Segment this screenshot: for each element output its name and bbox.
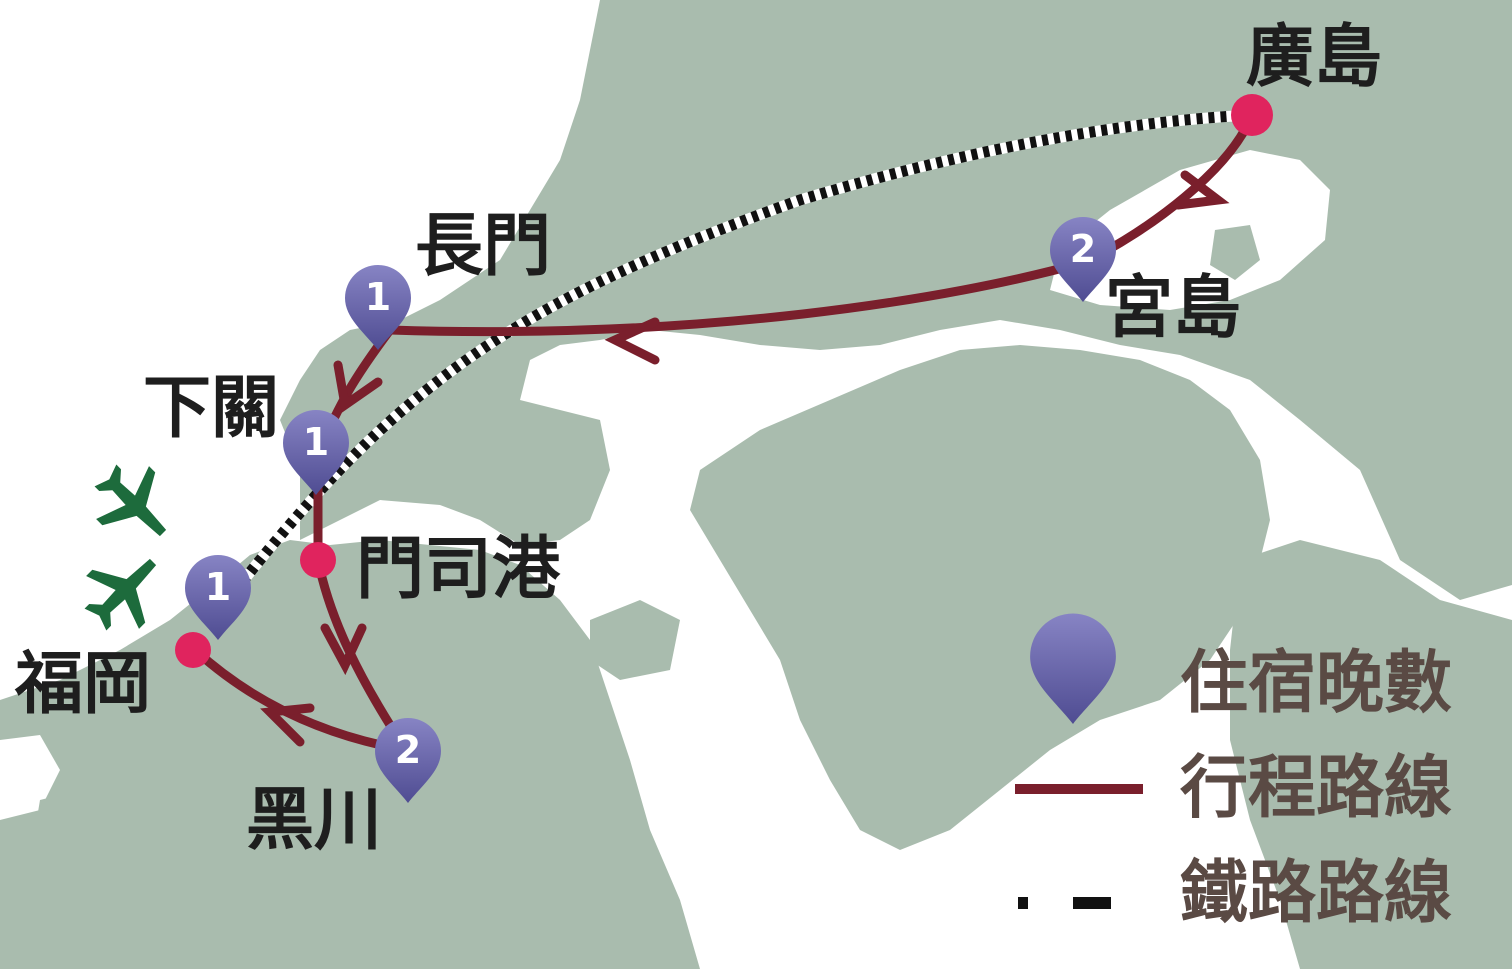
pin-fukuoka-nights: 1	[205, 565, 231, 609]
label-shimonoseki: 下關	[143, 369, 280, 448]
pin-nagato-nights: 1	[365, 275, 391, 319]
label-nagato: 長門	[415, 207, 552, 286]
station-dot-hiroshima	[1231, 94, 1273, 136]
pin-shimonoseki-nights: 1	[303, 420, 329, 464]
land-hiroshima-bay	[1050, 150, 1330, 310]
legend-railway-dash	[1073, 897, 1111, 909]
legend-railway-dot	[1018, 897, 1028, 909]
label-fukuoka: 福岡	[15, 645, 152, 724]
legend-label-route: 行程路線	[1180, 749, 1453, 828]
land-islands	[590, 540, 1512, 969]
land-kyushu	[0, 540, 700, 969]
pin-fukuoka: 1	[185, 555, 251, 640]
pin-miyajima-nights: 2	[1070, 227, 1096, 271]
label-mojiko: 門司港	[356, 530, 561, 609]
label-hiroshima: 廣島	[1246, 18, 1383, 97]
railway-line	[223, 109, 1253, 604]
station-dot-mojiko	[300, 542, 336, 578]
pin-miyajima: 2	[1050, 217, 1116, 302]
label-kurokawa: 黑川	[246, 781, 383, 860]
pin-kurokawa-nights: 2	[395, 728, 421, 772]
land-shikoku	[690, 345, 1270, 850]
legend-label-railway: 鐵路路線	[1180, 854, 1453, 933]
pin-kurokawa: 2	[375, 718, 441, 803]
airplane-icon	[78, 448, 190, 560]
station-dot-fukuoka	[175, 632, 211, 668]
label-miyajima: 宮島	[1105, 269, 1242, 348]
pin-shimonoseki: 1	[283, 410, 349, 495]
legend-label-nights: 住宿晚數	[1180, 644, 1453, 723]
pin-nagato: 1	[345, 265, 411, 350]
